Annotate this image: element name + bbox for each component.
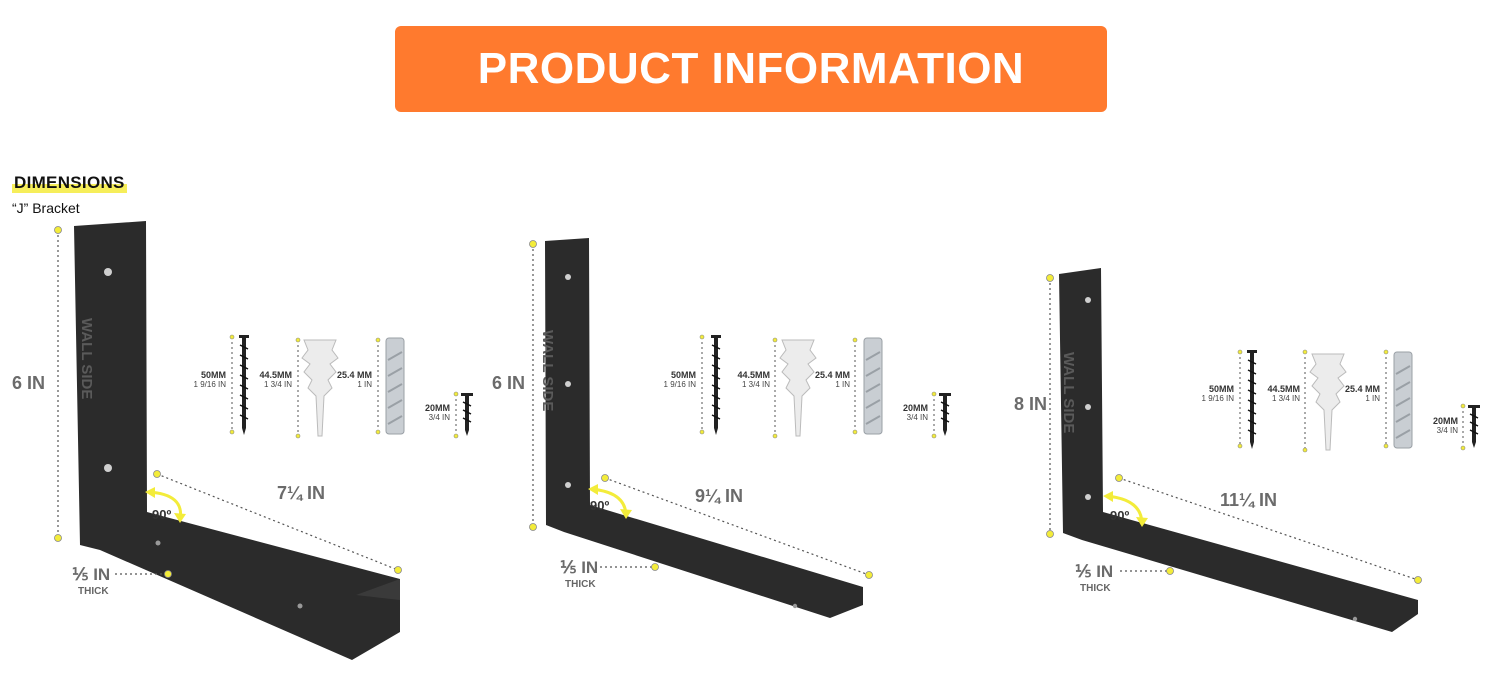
long-screw-icon [1247,350,1257,449]
bracket-type-label: “J” Bracket [12,200,80,216]
plastic-anchor-icon [863,337,883,435]
hw-mm: 44.5MM [259,370,292,380]
thickness-note-2: THICK [565,579,596,590]
hw-mm: 25.4 MM [1344,384,1380,394]
wall-side-text-1: WALL SIDE [78,318,95,399]
hw-inch: 3/4 IN [1436,426,1458,435]
length-label-3: 11¼ IN [1220,490,1278,510]
bracket-panel-2: WALL SIDE 6 IN 9¼ IN 90º ⅕ IN THICK 50MM… [490,0,990,686]
bracket-3 [1059,268,1418,632]
long-screw-icon [239,335,249,435]
hw-inch: 1 3/4 IN [1271,394,1300,403]
hw-mm: 20MM [902,403,928,413]
drywall-anchor-icon [301,339,339,437]
long-screw-icon [711,335,721,435]
hw-inch: 1 3/4 IN [741,380,770,389]
drywall-anchor-icon [779,339,817,437]
hw-inch: 1 IN [1365,394,1380,403]
hw-mm: 20MM [424,403,450,413]
plastic-anchor-icon [385,337,405,435]
short-screw-icon [1468,405,1480,448]
angle-label-1: 90º [152,507,172,522]
wall-side-text-2: WALL SIDE [539,330,556,411]
bracket-drawing-1: WALL SIDE [54,221,473,660]
short-screw-icon [939,393,951,436]
hw-inch: 1 IN [357,380,372,389]
angle-label-2: 90º [590,498,610,513]
bracket-drawing-3: WALL SIDE [1046,268,1480,632]
hw-mm: 50MM [200,370,226,380]
banner-title: PRODUCT INFORMATION [477,44,1025,93]
wall-side-text-3: WALL SIDE [1060,352,1077,433]
height-label-3: 8 IN [1014,394,1048,414]
hw-mm: 50MM [670,370,696,380]
hw-inch: 1 3/4 IN [263,380,292,389]
bracket-drawing-2: WALL SIDE [529,238,951,618]
drywall-anchor-icon [1309,353,1347,451]
hw-mm: 50MM [1208,384,1234,394]
hw-inch: 1 9/16 IN [1201,394,1234,403]
bracket-2 [545,238,863,618]
bracket-1 [74,221,400,660]
thickness-label-2: ⅕ IN [560,558,599,577]
hw-mm: 25.4 MM [336,370,372,380]
hw-inch: 1 9/16 IN [663,380,696,389]
length-label-2: 9¼ IN [695,486,744,506]
hw-mm: 20MM [1432,416,1458,426]
bracket-panel-1: WALL SIDE 6 IN 7¼ IN 90º ⅕ IN THICK 50MM… [0,0,500,686]
thickness-note-3: THICK [1080,583,1111,594]
hw-mm: 25.4 MM [814,370,850,380]
thickness-label-1: ⅕ IN [72,565,111,584]
hw-inch: 3/4 IN [906,413,928,422]
hw-inch: 1 IN [835,380,850,389]
hw-inch: 1 9/16 IN [193,380,226,389]
bracket-panel-3: WALL SIDE 8 IN 11¼ IN 90º ⅕ IN THICK 50M… [1000,0,1500,686]
short-screw-icon [461,393,473,436]
hw-mm: 44.5MM [1267,384,1300,394]
hw-inch: 3/4 IN [428,413,450,422]
angle-label-3: 90º [1110,508,1130,523]
height-label-1: 6 IN [12,373,46,393]
plastic-anchor-icon [1393,351,1413,449]
thickness-note-1: THICK [78,586,109,597]
thickness-label-3: ⅕ IN [1075,562,1114,581]
height-label-2: 6 IN [492,373,526,393]
product-information-banner: PRODUCT INFORMATION [395,26,1107,112]
hw-mm: 44.5MM [737,370,770,380]
length-label-1: 7¼ IN [277,483,326,503]
dimensions-heading: DIMENSIONS [12,173,127,193]
